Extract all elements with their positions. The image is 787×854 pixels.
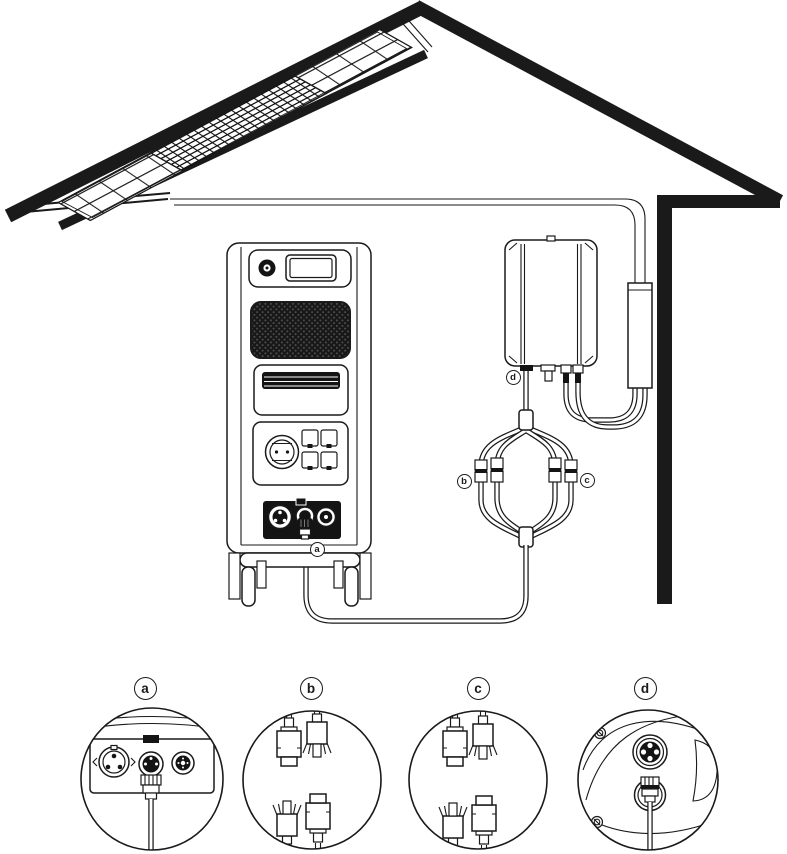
panel-end-edge <box>395 12 433 53</box>
mounting-tab <box>546 235 556 242</box>
dc-connector-panel <box>263 497 341 540</box>
solar-plug <box>298 518 312 540</box>
callout-c-detail <box>408 710 548 850</box>
callout-a-detail <box>80 707 224 851</box>
square-ac-outlets[interactable] <box>301 429 338 470</box>
cable-sleeve <box>627 282 653 389</box>
callout-label-a-inline: a <box>309 541 325 557</box>
solar-panel <box>19 12 433 231</box>
control-panel <box>248 249 352 288</box>
callout-label-b-inline: b <box>456 473 472 489</box>
callout-b-detail <box>242 710 382 850</box>
house-wall <box>657 195 672 604</box>
roof-eave <box>657 195 780 208</box>
slot-panel <box>253 364 349 416</box>
house-outline <box>4 0 784 604</box>
callout-label-c: c <box>466 676 490 700</box>
air-slot <box>262 372 340 389</box>
vent-grille <box>250 301 351 359</box>
wheel-left <box>241 566 256 607</box>
roof-left-slope <box>4 1 425 223</box>
xlr-port[interactable] <box>267 504 293 530</box>
inverter-pv-pins <box>560 364 584 383</box>
callout-label-a: a <box>133 676 157 700</box>
solar-port-plugged-detail <box>138 751 164 850</box>
screw-bottom <box>590 815 604 829</box>
inverter-plugged-port-detail <box>633 776 667 850</box>
harness-connectors-left <box>474 457 504 483</box>
inverter-pin-port-detail <box>632 734 668 770</box>
callout-label-c-inline: c <box>579 472 595 488</box>
callout-label-d-inline: d <box>505 369 521 385</box>
inverter-port-2 <box>540 364 556 372</box>
y-splitter-top <box>518 409 534 431</box>
callout-d-detail <box>577 709 719 851</box>
power-station <box>226 242 372 607</box>
roof-right-slope <box>412 0 784 207</box>
panel-cells-dense <box>149 74 328 172</box>
cable-harness <box>303 371 578 624</box>
base-and-wheels <box>228 552 372 607</box>
callout-label-b: b <box>299 676 323 700</box>
dc-port-detail <box>171 751 195 775</box>
pv-cable-run <box>170 198 653 430</box>
wheel-right <box>344 566 359 607</box>
callout-label-d: d <box>633 676 657 700</box>
xlr-port-detail <box>92 744 136 778</box>
y-splitter-bottom <box>518 526 534 548</box>
harness-connectors-right <box>548 457 578 483</box>
dc-out-port[interactable] <box>315 506 337 528</box>
ac-outlet-panel <box>252 421 349 486</box>
inverter-dc-port <box>520 365 533 371</box>
micro-inverter <box>504 235 598 383</box>
